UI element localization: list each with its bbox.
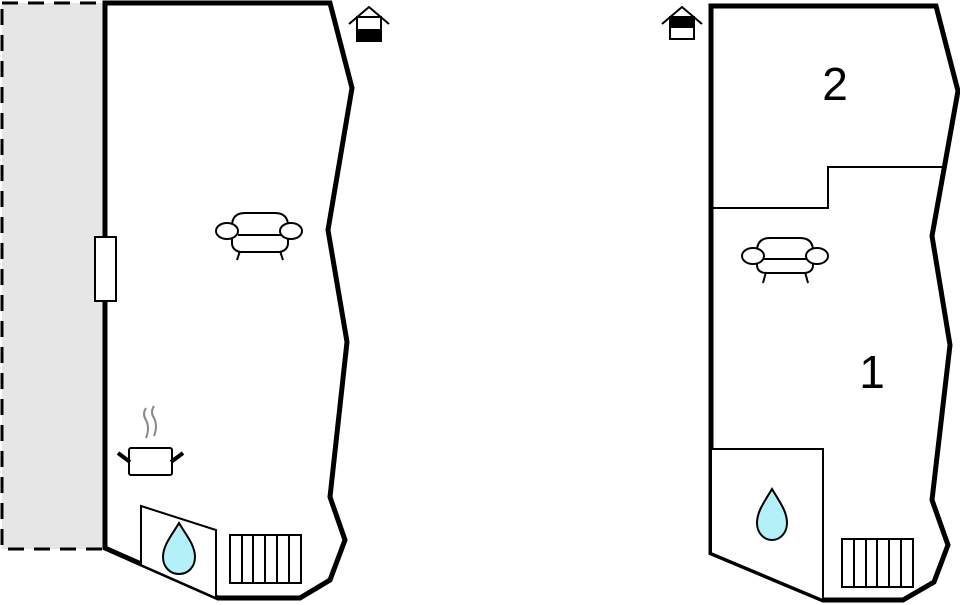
upper-floor-plan: 2 1 (661, 3, 960, 603)
room-label-2: 2 (822, 58, 848, 110)
armchair-icon (741, 237, 829, 284)
terrace-area (0, 1, 106, 551)
water-drop-icon (755, 487, 789, 542)
cooking-pot-icon (116, 405, 185, 476)
house-icon-upper-floor (661, 5, 703, 40)
radiator-icon (841, 538, 914, 588)
room-partition (711, 166, 944, 209)
window (94, 236, 117, 302)
ground-floor-plan (0, 0, 390, 601)
water-drop-icon (161, 521, 197, 576)
room-label-1: 1 (859, 346, 885, 398)
house-icon-lower-floor (348, 5, 390, 42)
radiator-icon (229, 534, 302, 584)
armchair-icon (215, 212, 303, 261)
